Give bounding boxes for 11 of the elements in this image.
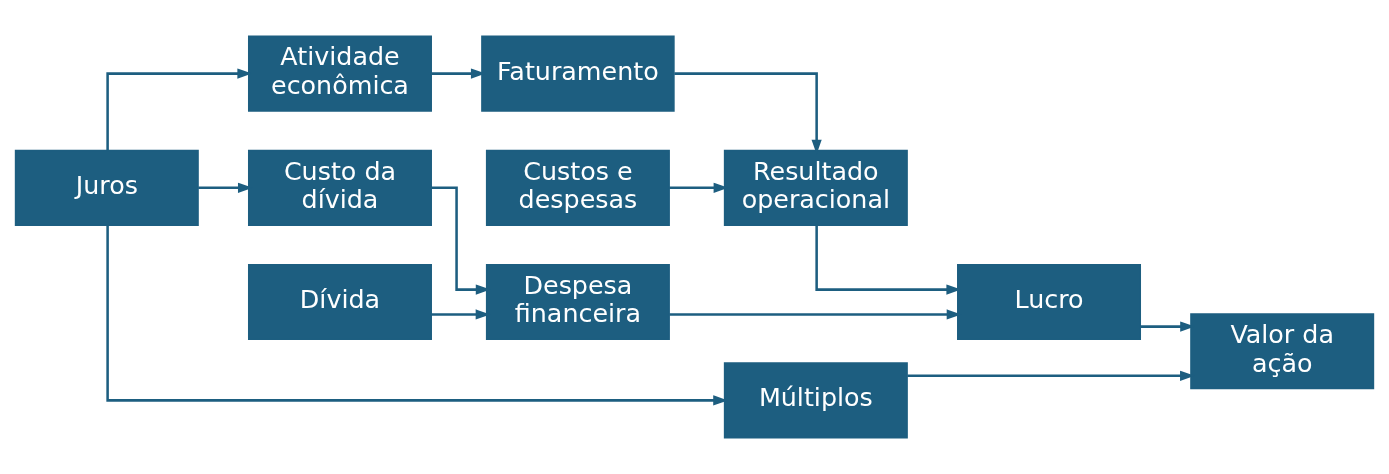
node-box: Juros	[14, 149, 199, 226]
node-box: Valor da ação	[1190, 313, 1375, 390]
node-box: Custos e despesas	[485, 149, 670, 226]
node-box: Múltiplos	[723, 362, 908, 439]
node-box: Dívida	[248, 263, 432, 341]
node-box: Lucro	[957, 263, 1141, 341]
node-box: Atividade econômica	[248, 35, 432, 112]
node-box: Despesa financeira	[485, 263, 670, 341]
node-box: Resultado operacional	[723, 149, 908, 226]
node-box: Custo da dívida	[248, 149, 432, 226]
node-box: Faturamento	[481, 35, 675, 112]
